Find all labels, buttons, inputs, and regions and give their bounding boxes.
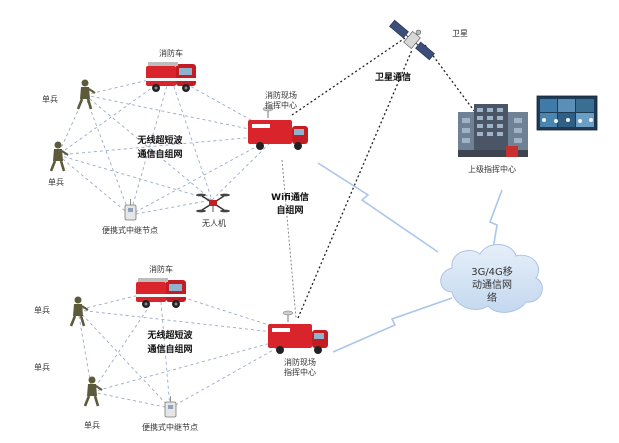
fire-truck-bottom-icon xyxy=(136,278,186,308)
satellite-link-label: 卫星通信 xyxy=(375,71,411,83)
adhoc-top-label-2: 通信自组网 xyxy=(137,148,182,160)
satellite-label: 卫星 xyxy=(452,29,468,38)
wireless-links xyxy=(317,162,503,353)
upper-command-label: 上级指挥中心 xyxy=(468,164,516,174)
command-bottom-label-2: 指挥中心 xyxy=(284,367,316,377)
drone-label: 无人机 xyxy=(202,218,226,228)
upper-command-building-icon xyxy=(458,104,528,157)
adhoc-bottom-label-2: 通信自组网 xyxy=(147,343,192,355)
soldier-icon-3 xyxy=(69,296,89,327)
mobile-network-label-3: 络 xyxy=(487,291,497,304)
command-vehicle-top-icon xyxy=(248,106,308,150)
fire-truck-top-label: 消防车 xyxy=(159,48,183,58)
soldier-label-4: 单兵 xyxy=(34,362,50,372)
adhoc-top-label-1: 无线超短波 xyxy=(136,134,183,146)
mobile-network-label-2: 动通信网 xyxy=(472,279,512,291)
mobile-network-cloud xyxy=(440,244,543,313)
wifi-label-2: 自组网 xyxy=(276,204,303,216)
soldier-label-2: 单兵 xyxy=(48,177,64,187)
soldier-icon-1 xyxy=(76,79,96,110)
satellite-links xyxy=(291,37,476,319)
wifi-link xyxy=(281,159,297,319)
fire-truck-top-icon xyxy=(146,62,196,92)
wifi-label-1: Wifi通信 xyxy=(271,191,309,203)
relay-node-top-label: 便携式中继节点 xyxy=(102,225,158,235)
command-bottom-label-1: 消防现场 xyxy=(284,357,316,367)
fire-truck-bottom-label: 消防车 xyxy=(149,264,173,274)
command-vehicle-bottom-icon xyxy=(268,310,328,354)
soldier-label-5: 单兵 xyxy=(84,420,100,430)
command-top-label-1: 消防现场 xyxy=(265,90,297,100)
soldier-icon-2 xyxy=(49,141,69,172)
soldier-icon-4 xyxy=(83,376,103,407)
soldier-label-3: 单兵 xyxy=(34,305,50,315)
relay-node-top-icon xyxy=(124,199,137,221)
video-wall-icon xyxy=(536,95,598,131)
command-top-label-2: 指挥中心 xyxy=(265,100,297,110)
satellite-icon xyxy=(389,19,435,61)
relay-node-bottom-icon xyxy=(164,396,177,418)
relay-node-bottom-label: 便携式中继节点 xyxy=(142,422,198,432)
mobile-network-label-1: 3G/4G移 xyxy=(471,265,513,278)
adhoc-bottom-label-1: 无线超短波 xyxy=(146,329,193,341)
drone-icon xyxy=(196,193,230,213)
soldier-label-1: 单兵 xyxy=(42,94,58,104)
